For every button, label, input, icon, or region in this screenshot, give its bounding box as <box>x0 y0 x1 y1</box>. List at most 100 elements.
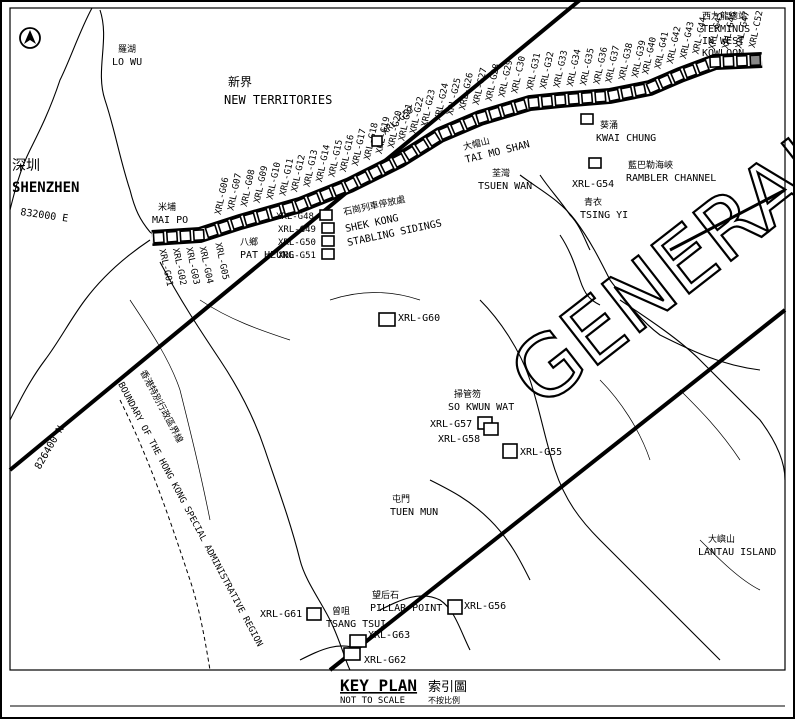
key-plan-subtitle: NOT TO SCALE <box>340 696 405 706</box>
section-box-xrl-g03[interactable] <box>179 229 192 243</box>
section-box-xrl-g13[interactable] <box>306 191 322 207</box>
section-box-xrl-g48[interactable] <box>319 209 333 221</box>
section-box-xrl-g28[interactable] <box>487 106 503 121</box>
section-box-xrl-g53[interactable] <box>580 113 594 125</box>
section-box-xrl-g08[interactable] <box>242 212 258 227</box>
place-cn-tsing-yi: 青衣 <box>584 196 602 208</box>
grid-line-diag-2 <box>328 308 787 672</box>
section-box-g60[interactable] <box>378 312 396 327</box>
section-box-xrl-g26[interactable] <box>462 114 478 130</box>
section-box-xrl-g49[interactable] <box>321 222 335 234</box>
section-box-xrl-g21[interactable] <box>402 145 419 162</box>
section-box-xrl-g18[interactable] <box>367 164 383 181</box>
section-box-xrl-c30[interactable] <box>513 98 528 114</box>
section-box-xrl-g41[interactable] <box>657 73 673 90</box>
section-box-xrl-g02[interactable] <box>165 230 179 243</box>
section-box-xrl-g23[interactable] <box>425 131 442 148</box>
hksar-boundary-line <box>119 399 211 671</box>
section-box-xrl-g42[interactable] <box>669 68 686 84</box>
section-box-xrl-g46[interactable] <box>722 55 735 68</box>
section-box-xrl-g05[interactable] <box>204 223 219 239</box>
section-label-xrl-g50[interactable]: XRL-G50 <box>278 238 316 248</box>
section-label-g62[interactable]: XRL-G62 <box>364 655 406 666</box>
section-box-g62[interactable] <box>343 647 361 661</box>
section-label-xrl-g48[interactable]: XRL-G48 <box>276 212 314 222</box>
section-box-xrl-g59[interactable] <box>371 135 383 147</box>
section-box-g63[interactable] <box>349 634 367 648</box>
section-box-xrl-g04[interactable] <box>192 228 205 242</box>
place-en-kwai-chung: KWAI CHUNG <box>596 133 656 144</box>
section-box-g58[interactable] <box>483 422 499 436</box>
place-en-in-west: IN WEST <box>702 36 744 47</box>
section-box-xrl-g17[interactable] <box>355 170 371 187</box>
section-box-xrl-g19[interactable] <box>379 158 395 175</box>
section-box-xrl-g12[interactable] <box>293 196 310 212</box>
map-frame <box>9 7 786 671</box>
section-box-xrl-g44[interactable] <box>695 59 711 75</box>
place-cn-tuen-mun: 屯門 <box>392 493 410 505</box>
section-box-xrl-g32[interactable] <box>540 94 554 108</box>
place-cn-pat-heung: 八鄉 <box>240 236 258 248</box>
section-box-xrl-g39[interactable] <box>633 83 647 97</box>
section-label-g55[interactable]: XRL-G55 <box>520 447 562 458</box>
section-box-xrl-g16[interactable] <box>343 176 359 193</box>
section-box-g54[interactable] <box>588 157 602 169</box>
place-en-new-territories: NEW TERRITORIES <box>224 93 332 107</box>
section-box-xrl-g09[interactable] <box>255 208 271 223</box>
section-box-xrl-g24[interactable] <box>437 125 453 141</box>
section-box-xrl-g20[interactable] <box>391 152 407 169</box>
section-box-g56[interactable] <box>447 599 463 615</box>
section-box-xrl-g27[interactable] <box>474 110 490 125</box>
section-box-xrl-g47[interactable] <box>735 54 748 67</box>
section-label-g57[interactable]: XRL-G57 <box>430 419 472 430</box>
section-box-xrl-g15[interactable] <box>331 181 347 198</box>
section-box-xrl-g25[interactable] <box>449 120 466 136</box>
section-box-xrl-g06[interactable] <box>217 219 232 235</box>
section-box-xrl-g40[interactable] <box>645 79 661 95</box>
section-box-xrl-g34[interactable] <box>567 92 580 106</box>
section-box-xrl-g11[interactable] <box>281 201 296 216</box>
section-box-xrl-g35[interactable] <box>580 91 594 105</box>
place-cn-mai-po: 米埔 <box>158 201 176 213</box>
section-box-xrl-g43[interactable] <box>682 63 698 79</box>
coastline <box>9 7 786 671</box>
place-cn-tsang-tsui: 曾咀 <box>332 605 350 617</box>
section-box-xrl-g07[interactable] <box>229 215 245 231</box>
section-box-xrl-g51[interactable] <box>321 248 335 260</box>
section-label-g60[interactable]: XRL-G60 <box>398 313 440 324</box>
section-label-g54[interactable]: XRL-G54 <box>572 179 614 190</box>
section-box-xrl-g22[interactable] <box>413 138 430 155</box>
section-box-xrl-g38[interactable] <box>619 85 634 100</box>
grid-line-east <box>8 0 582 472</box>
place-en-tsuen-wan: TSUEN WAN <box>478 181 532 192</box>
section-box-xrl-g14[interactable] <box>318 186 334 202</box>
section-label-xrl-g49[interactable]: XRL-G49 <box>278 225 316 235</box>
place-en-shenzhen: SHENZHEN <box>12 180 79 196</box>
place-cn-lantau: 大嶼山 <box>708 533 735 545</box>
section-label-g58[interactable]: XRL-G58 <box>438 434 480 445</box>
place-cn-terminus: 西九龍總站 <box>702 10 747 22</box>
section-label-xrl-g05[interactable]: XRL-G05 <box>212 242 230 281</box>
section-label-g56[interactable]: XRL-G56 <box>464 601 506 612</box>
section-box-xrl-g33[interactable] <box>554 93 567 107</box>
place-en-pillar-point: PILLAR POINT <box>370 603 442 614</box>
section-box-xrl-g29[interactable] <box>500 102 516 117</box>
section-box-xrl-g10[interactable] <box>268 204 283 220</box>
place-en-lo-wu: LO WU <box>112 57 142 68</box>
section-label-g61[interactable]: XRL-G61 <box>260 609 302 620</box>
section-box-xrl-g50[interactable] <box>321 235 335 247</box>
section-box-xrl-c52[interactable] <box>749 54 762 67</box>
section-box-xrl-g01[interactable] <box>152 231 165 244</box>
section-box-xrl-g36[interactable] <box>594 90 607 104</box>
north-arrow-icon <box>19 27 41 49</box>
section-label-xrl-g51[interactable]: XRL-G51 <box>278 251 316 261</box>
place-cn-rambler-channel: 藍巴勒海峽 <box>628 159 673 171</box>
section-box-xrl-g45[interactable] <box>709 55 722 69</box>
section-box-g55[interactable] <box>502 443 518 459</box>
section-label-g63[interactable]: XRL-G63 <box>368 630 410 641</box>
section-box-g61[interactable] <box>306 607 322 621</box>
section-box-xrl-g31[interactable] <box>527 96 540 109</box>
section-box-xrl-g37[interactable] <box>606 88 621 103</box>
place-cn-pillar-point: 望后石 <box>372 589 399 601</box>
